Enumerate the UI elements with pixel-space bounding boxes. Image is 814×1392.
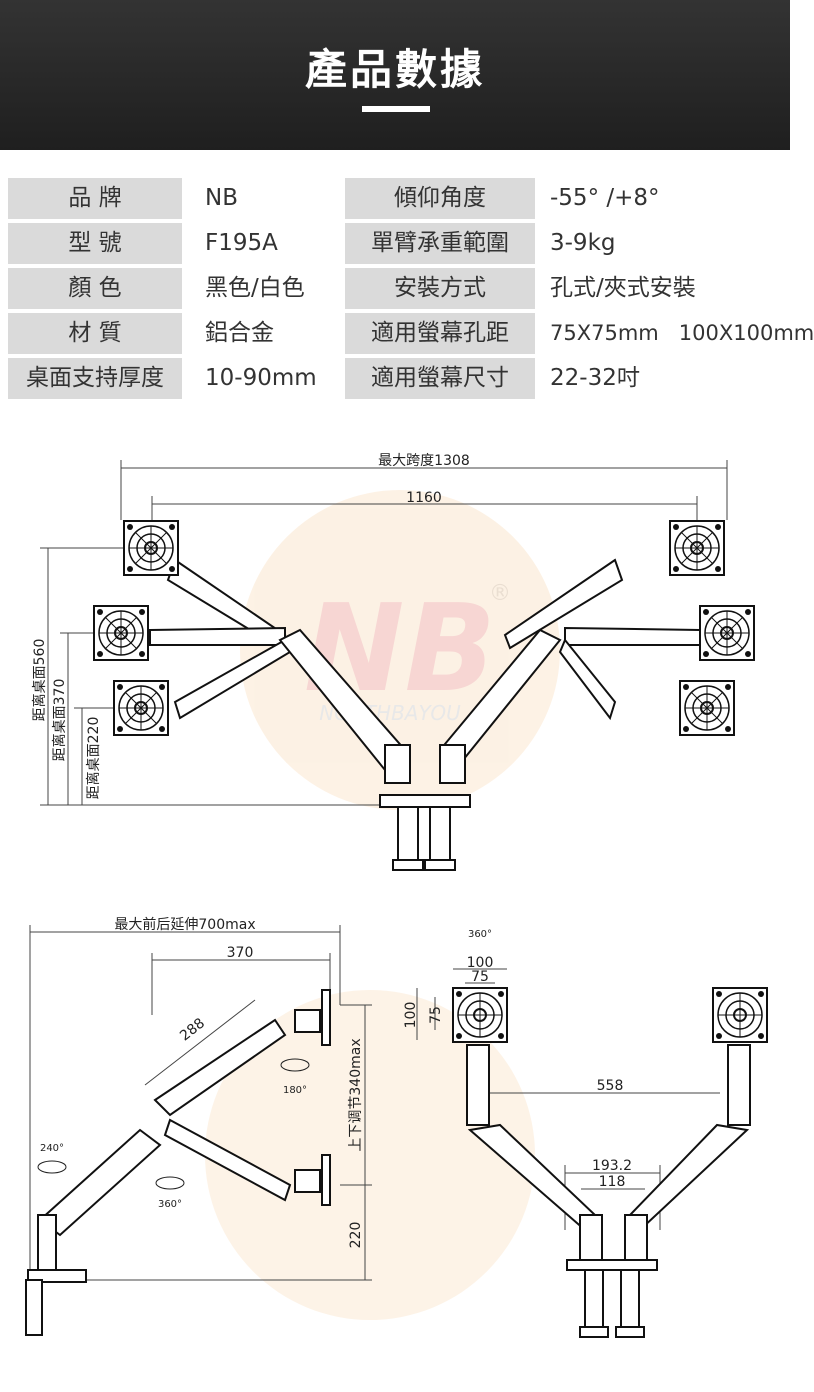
dim-118: 118 — [599, 1174, 626, 1190]
dim-vertical-adjust: 上下调节340max — [348, 1038, 364, 1151]
dim-193: 193.2 — [592, 1158, 632, 1174]
spec-value: -55° /+8° — [550, 185, 660, 211]
dim-vesa-height-75: 75 — [428, 1006, 444, 1024]
spec-value: 孔式/夾式安裝 — [550, 275, 696, 301]
spec-label: 型 號 — [8, 223, 182, 264]
spec-value: F195A — [205, 230, 278, 256]
registered-mark: ® — [489, 581, 511, 606]
spec-value: 75X75mm 100X100mm — [550, 321, 814, 345]
side-view-diagram: 最大前后延伸700max 370 288 上下调节340max 220 180°… — [25, 916, 535, 1336]
spec-value: NB — [205, 185, 238, 211]
spec-value: 鋁合金 — [205, 320, 274, 346]
spec-value: 3-9kg — [550, 230, 616, 256]
desk-clamp — [379, 794, 471, 871]
spec-label: 品 牌 — [8, 178, 182, 219]
spec-value: 黑色/白色 — [205, 275, 305, 301]
spec-label: 傾仰角度 — [345, 178, 535, 219]
vesa-plate-icon — [452, 987, 768, 1043]
side-arm-drawing — [25, 989, 331, 1336]
rotation-360-label: 360° — [468, 929, 492, 940]
right-arm-drawing — [438, 558, 701, 784]
spec-label: 顏 色 — [8, 268, 182, 309]
dim-vesa-height-100: 100 — [403, 1002, 419, 1029]
spec-label: 適用螢幕尺寸 — [345, 358, 535, 399]
dim-vesa-width-100: 100 — [467, 955, 494, 971]
rotation-180-label: 180° — [283, 1085, 307, 1096]
front-arm-drawing — [466, 1044, 751, 1338]
dim-height-560: 距离桌面560 — [31, 639, 48, 722]
dim-max-extension: 最大前后延伸700max — [114, 916, 255, 933]
dim-vesa-width-75: 75 — [471, 969, 489, 985]
spec-value: 10-90mm — [205, 365, 317, 391]
title-underline — [362, 106, 430, 112]
dim-370: 370 — [227, 945, 254, 961]
front-view-diagram: 360° 100 75 100 75 558 193.2 118 — [403, 929, 768, 1338]
spec-label: 單臂承重範圍 — [345, 223, 535, 264]
watermark-logo — [205, 990, 535, 1320]
spec-label: 桌面支持厚度 — [8, 358, 182, 399]
page-title: 產品數據 — [304, 45, 485, 94]
top-view-diagram: NB ® NORTHBAYOU 最大跨度1308 1160 距离桌面560 距离… — [31, 453, 755, 871]
spec-value: 22-32吋 — [550, 365, 640, 391]
rotation-arrow-icon — [37, 1058, 310, 1190]
spec-label: 安裝方式 — [345, 268, 535, 309]
spec-label: 材 質 — [8, 313, 182, 354]
rotation-360-label: 360° — [158, 1199, 182, 1210]
rotation-240-label: 240° — [40, 1143, 64, 1154]
dim-height-370: 距离桌面370 — [51, 679, 68, 762]
dim-558: 558 — [597, 1078, 624, 1094]
header-banner: 產品數據 — [0, 0, 790, 150]
dim-inner-span: 1160 — [406, 490, 442, 506]
dim-220: 220 — [348, 1222, 364, 1249]
dim-height-220: 距离桌面220 — [85, 717, 102, 800]
left-arm-drawing — [149, 558, 411, 784]
spec-label: 適用螢幕孔距 — [345, 313, 535, 354]
dim-max-span: 最大跨度1308 — [378, 453, 470, 469]
